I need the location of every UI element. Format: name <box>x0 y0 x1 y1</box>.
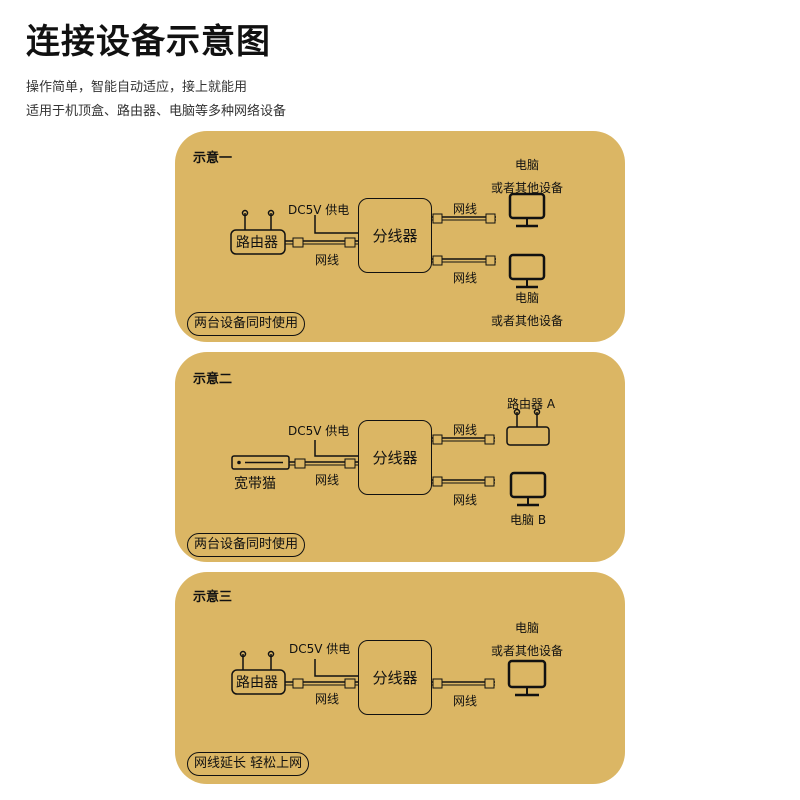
panel-title: 示意二 <box>193 372 233 387</box>
device-top-label: 路由器 A <box>507 397 556 411</box>
cable-in-label: 网线 <box>315 253 340 267</box>
cable-in-label: 网线 <box>315 473 340 487</box>
cable-in-label: 网线 <box>315 692 340 706</box>
power-label: DC5V 供电 <box>289 642 351 656</box>
cable-out-top-label: 网线 <box>453 423 478 437</box>
wiring-layer <box>231 650 547 697</box>
device-label: 电脑 或者其他设备 <box>482 619 572 659</box>
device-line2: 或者其他设备 <box>490 644 563 658</box>
power-label: DC5V 供电 <box>288 203 350 217</box>
usage-pill: 网线延长 轻松上网 <box>187 752 310 776</box>
splitter-box: 分线器 <box>358 420 432 495</box>
wiring-layer <box>231 408 550 507</box>
panel-title: 示意一 <box>193 151 233 166</box>
page-title: 连接设备示意图 <box>26 22 271 62</box>
connector-icon <box>344 237 356 248</box>
router-icon <box>506 408 550 446</box>
power-label: DC5V 供电 <box>288 424 350 438</box>
device-bottom-label: 电脑 或者其他设备 <box>482 289 572 329</box>
device-bottom-label: 电脑 B <box>510 513 547 527</box>
device-top-line2: 或者其他设备 <box>490 181 563 195</box>
device-top-label: 电脑 或者其他设备 <box>482 156 572 196</box>
cable-out-top-label: 网线 <box>453 202 478 216</box>
router-label: 路由器 <box>236 235 278 251</box>
device-line1: 电脑 <box>514 621 539 635</box>
cable-out-label: 网线 <box>453 694 478 708</box>
monitor-icon <box>509 471 547 507</box>
panel-title: 示意三 <box>193 590 233 605</box>
diagram-panel-2: 示意二 <box>175 352 625 562</box>
splitter-box: 分线器 <box>358 198 432 273</box>
power-cable <box>314 659 358 677</box>
monitor-icon <box>508 192 546 228</box>
power-cable <box>314 215 358 234</box>
wiring-layer <box>230 192 546 289</box>
monitor-icon <box>507 659 547 697</box>
splitter-box: 分线器 <box>358 640 432 715</box>
monitor-icon <box>508 253 546 289</box>
modem-icon <box>231 455 290 470</box>
subtitle-compat: 适用于机顶盒、路由器、电脑等多种网络设备 <box>26 104 287 119</box>
cable-out-bottom-label: 网线 <box>453 493 478 507</box>
splitter-label: 分线器 <box>372 227 418 245</box>
connector-icon <box>292 237 304 248</box>
splitter-label: 分线器 <box>372 669 418 687</box>
splitter-label: 分线器 <box>372 449 418 467</box>
router-icon <box>230 209 286 255</box>
cable-out-bottom-label: 网线 <box>453 271 478 285</box>
device-bottom-line1: 电脑 <box>514 291 539 305</box>
device-top-line1: 电脑 <box>514 158 539 172</box>
subtitle-usage: 操作简单，智能自动适应，接上就能用 <box>26 80 248 95</box>
usage-pill: 两台设备同时使用 <box>187 533 306 557</box>
modem-label: 宽带猫 <box>234 476 276 492</box>
usage-pill: 两台设备同时使用 <box>187 312 306 336</box>
device-bottom-line2: 或者其他设备 <box>490 314 563 328</box>
diagram-panel-1: 示意一 <box>175 131 625 342</box>
power-cable <box>314 440 358 457</box>
router-label: 路由器 <box>236 675 278 691</box>
diagram-panel-3: 示意三 路由器 DC5V 供电 网线 分线器 网线 电脑 <box>175 572 625 784</box>
